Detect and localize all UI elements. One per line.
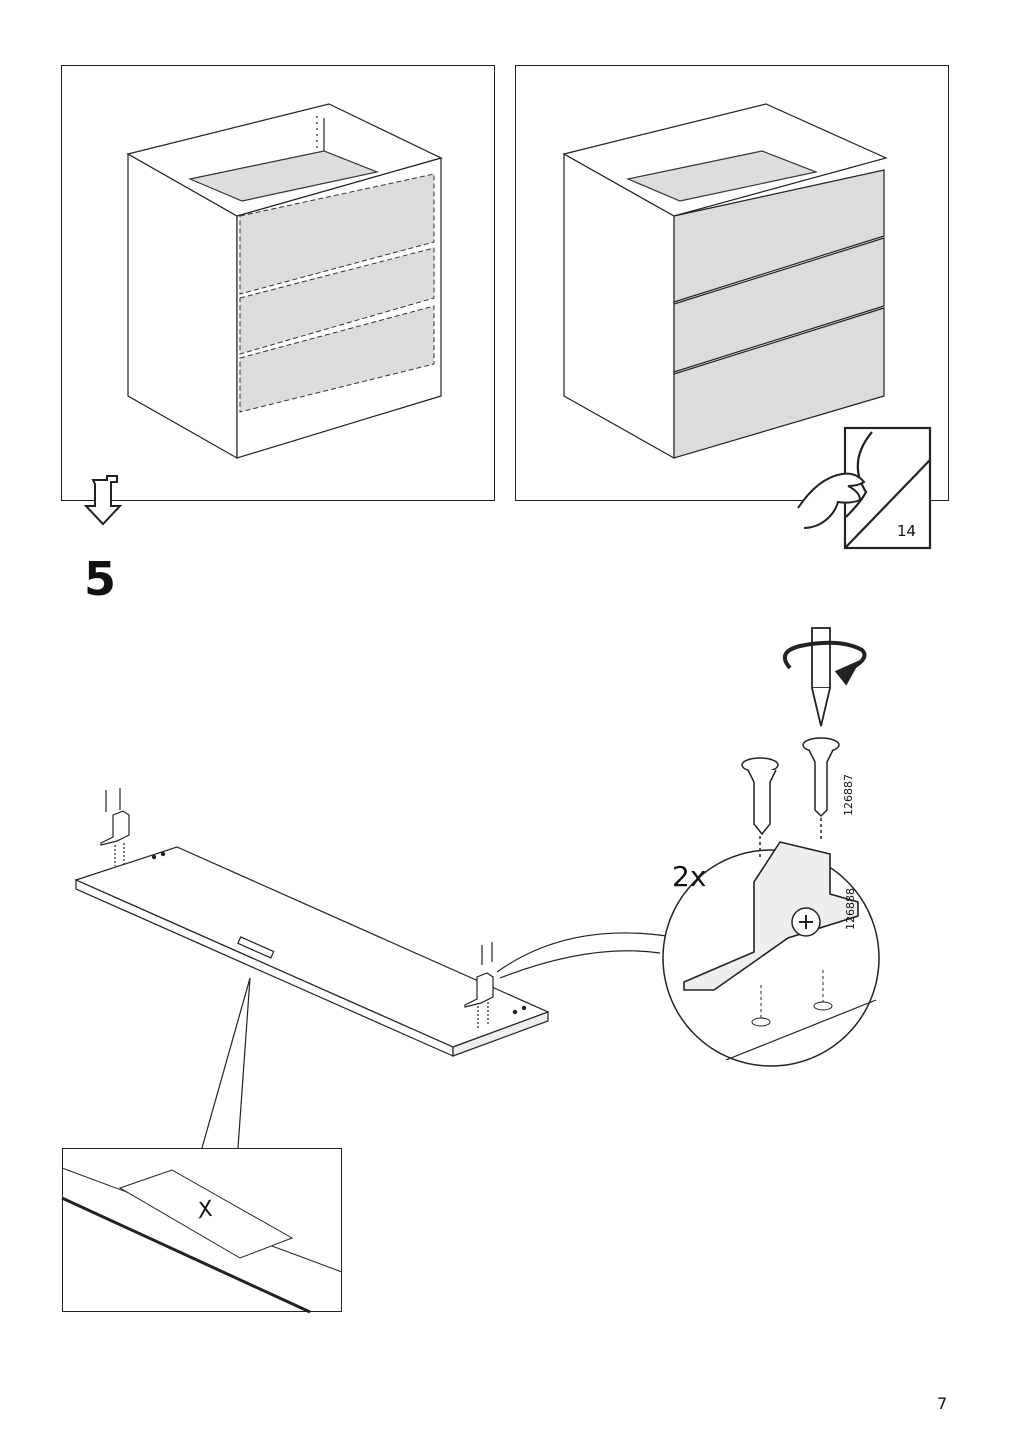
part-number-screw: 126887 bbox=[842, 774, 855, 816]
screwdriver-icon bbox=[811, 627, 831, 727]
detail-marking-panel bbox=[62, 1148, 342, 1312]
cabinet-drawer-fronts-panel bbox=[515, 65, 949, 501]
screw-icon bbox=[741, 737, 840, 860]
cabinet-fronts-illustration bbox=[562, 103, 888, 460]
quantity-label: 2x bbox=[672, 860, 707, 893]
bracket-icon bbox=[100, 788, 494, 1030]
rotation-arrow-icon bbox=[782, 640, 867, 686]
cabinet-outline-illustration bbox=[126, 103, 443, 460]
reference-page-number: 14 bbox=[897, 522, 917, 540]
page-number: 7 bbox=[937, 1394, 948, 1413]
step-number: 5 bbox=[84, 552, 117, 606]
cabinet-drawer-layout-panel bbox=[61, 65, 495, 501]
part-number-bracket: 126888 bbox=[844, 888, 857, 930]
plinth-board bbox=[74, 846, 550, 1057]
